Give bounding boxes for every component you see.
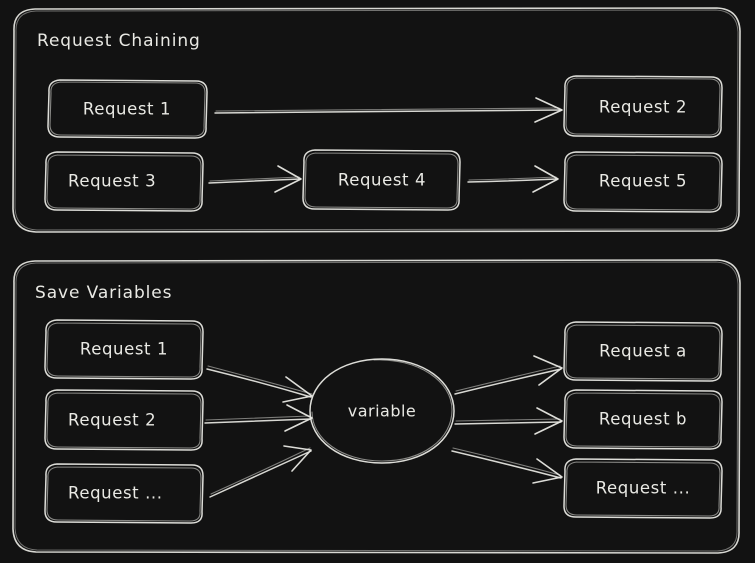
node-sv-req2[interactable]: Request 2	[44, 389, 204, 451]
node-rc-req1[interactable]: Request 1	[47, 79, 208, 139]
edge-sv-variable-to-reqdots2[interactable]	[451, 447, 563, 484]
node-label-sv-req-dots: Request ...	[68, 484, 163, 503]
node-label-sv-variable: variable	[348, 402, 417, 421]
node-rc-req4[interactable]: Request 4	[302, 149, 461, 211]
node-label-rc-req4: Request 4	[338, 171, 426, 190]
group-frame-save-variables	[12, 259, 741, 554]
edge-sv-req2-to-variable[interactable]	[204, 404, 313, 432]
node-sv-req-dots[interactable]: Request ...	[44, 463, 204, 524]
edge-sv-variable-to-reqa[interactable]	[454, 355, 563, 395]
edge-sv-variable-to-reqb[interactable]	[454, 407, 563, 435]
node-label-sv-req1: Request 1	[80, 340, 168, 359]
node-label-sv-req2: Request 2	[68, 411, 156, 430]
node-label-rc-req1: Request 1	[83, 100, 171, 119]
edge-rc-req4-to-rc-req5[interactable]	[467, 165, 559, 193]
node-label-rc-req2: Request 2	[599, 98, 687, 117]
node-sv-req1[interactable]: Request 1	[44, 319, 204, 380]
group-frame-request-chaining	[12, 7, 741, 233]
node-rc-req2[interactable]: Request 2	[563, 75, 723, 138]
edge-rc-req3-to-rc-req4[interactable]	[208, 165, 302, 193]
edge-sv-req1-to-variable[interactable]	[206, 365, 313, 403]
node-sv-reqdots2[interactable]: Request ...	[563, 458, 723, 519]
node-label-rc-req5: Request 5	[599, 172, 687, 191]
group-save-variables[interactable]: Save Variables Request 1 Request 2 Reque…	[12, 259, 741, 554]
node-label-sv-reqa: Request a	[599, 342, 687, 361]
node-rc-req3[interactable]: Request 3	[44, 151, 204, 212]
group-title-save-variables: Save Variables	[35, 283, 172, 303]
node-sv-reqb[interactable]: Request b	[563, 389, 723, 450]
edge-sv-req-dots-to-variable[interactable]	[209, 445, 312, 498]
node-label-sv-reqdots2: Request ...	[596, 479, 691, 498]
node-label-rc-req3: Request 3	[68, 172, 156, 191]
node-sv-variable[interactable]: variable	[309, 358, 455, 464]
group-request-chaining[interactable]: Request Chaining Request 1 Request 2 Req…	[12, 7, 741, 233]
node-sv-reqa[interactable]: Request a	[563, 321, 723, 382]
group-title-request-chaining: Request Chaining	[37, 31, 201, 51]
node-label-sv-reqb: Request b	[599, 410, 687, 429]
edge-rc-req1-to-rc-req2[interactable]	[214, 97, 563, 123]
node-rc-req5[interactable]: Request 5	[563, 151, 723, 213]
